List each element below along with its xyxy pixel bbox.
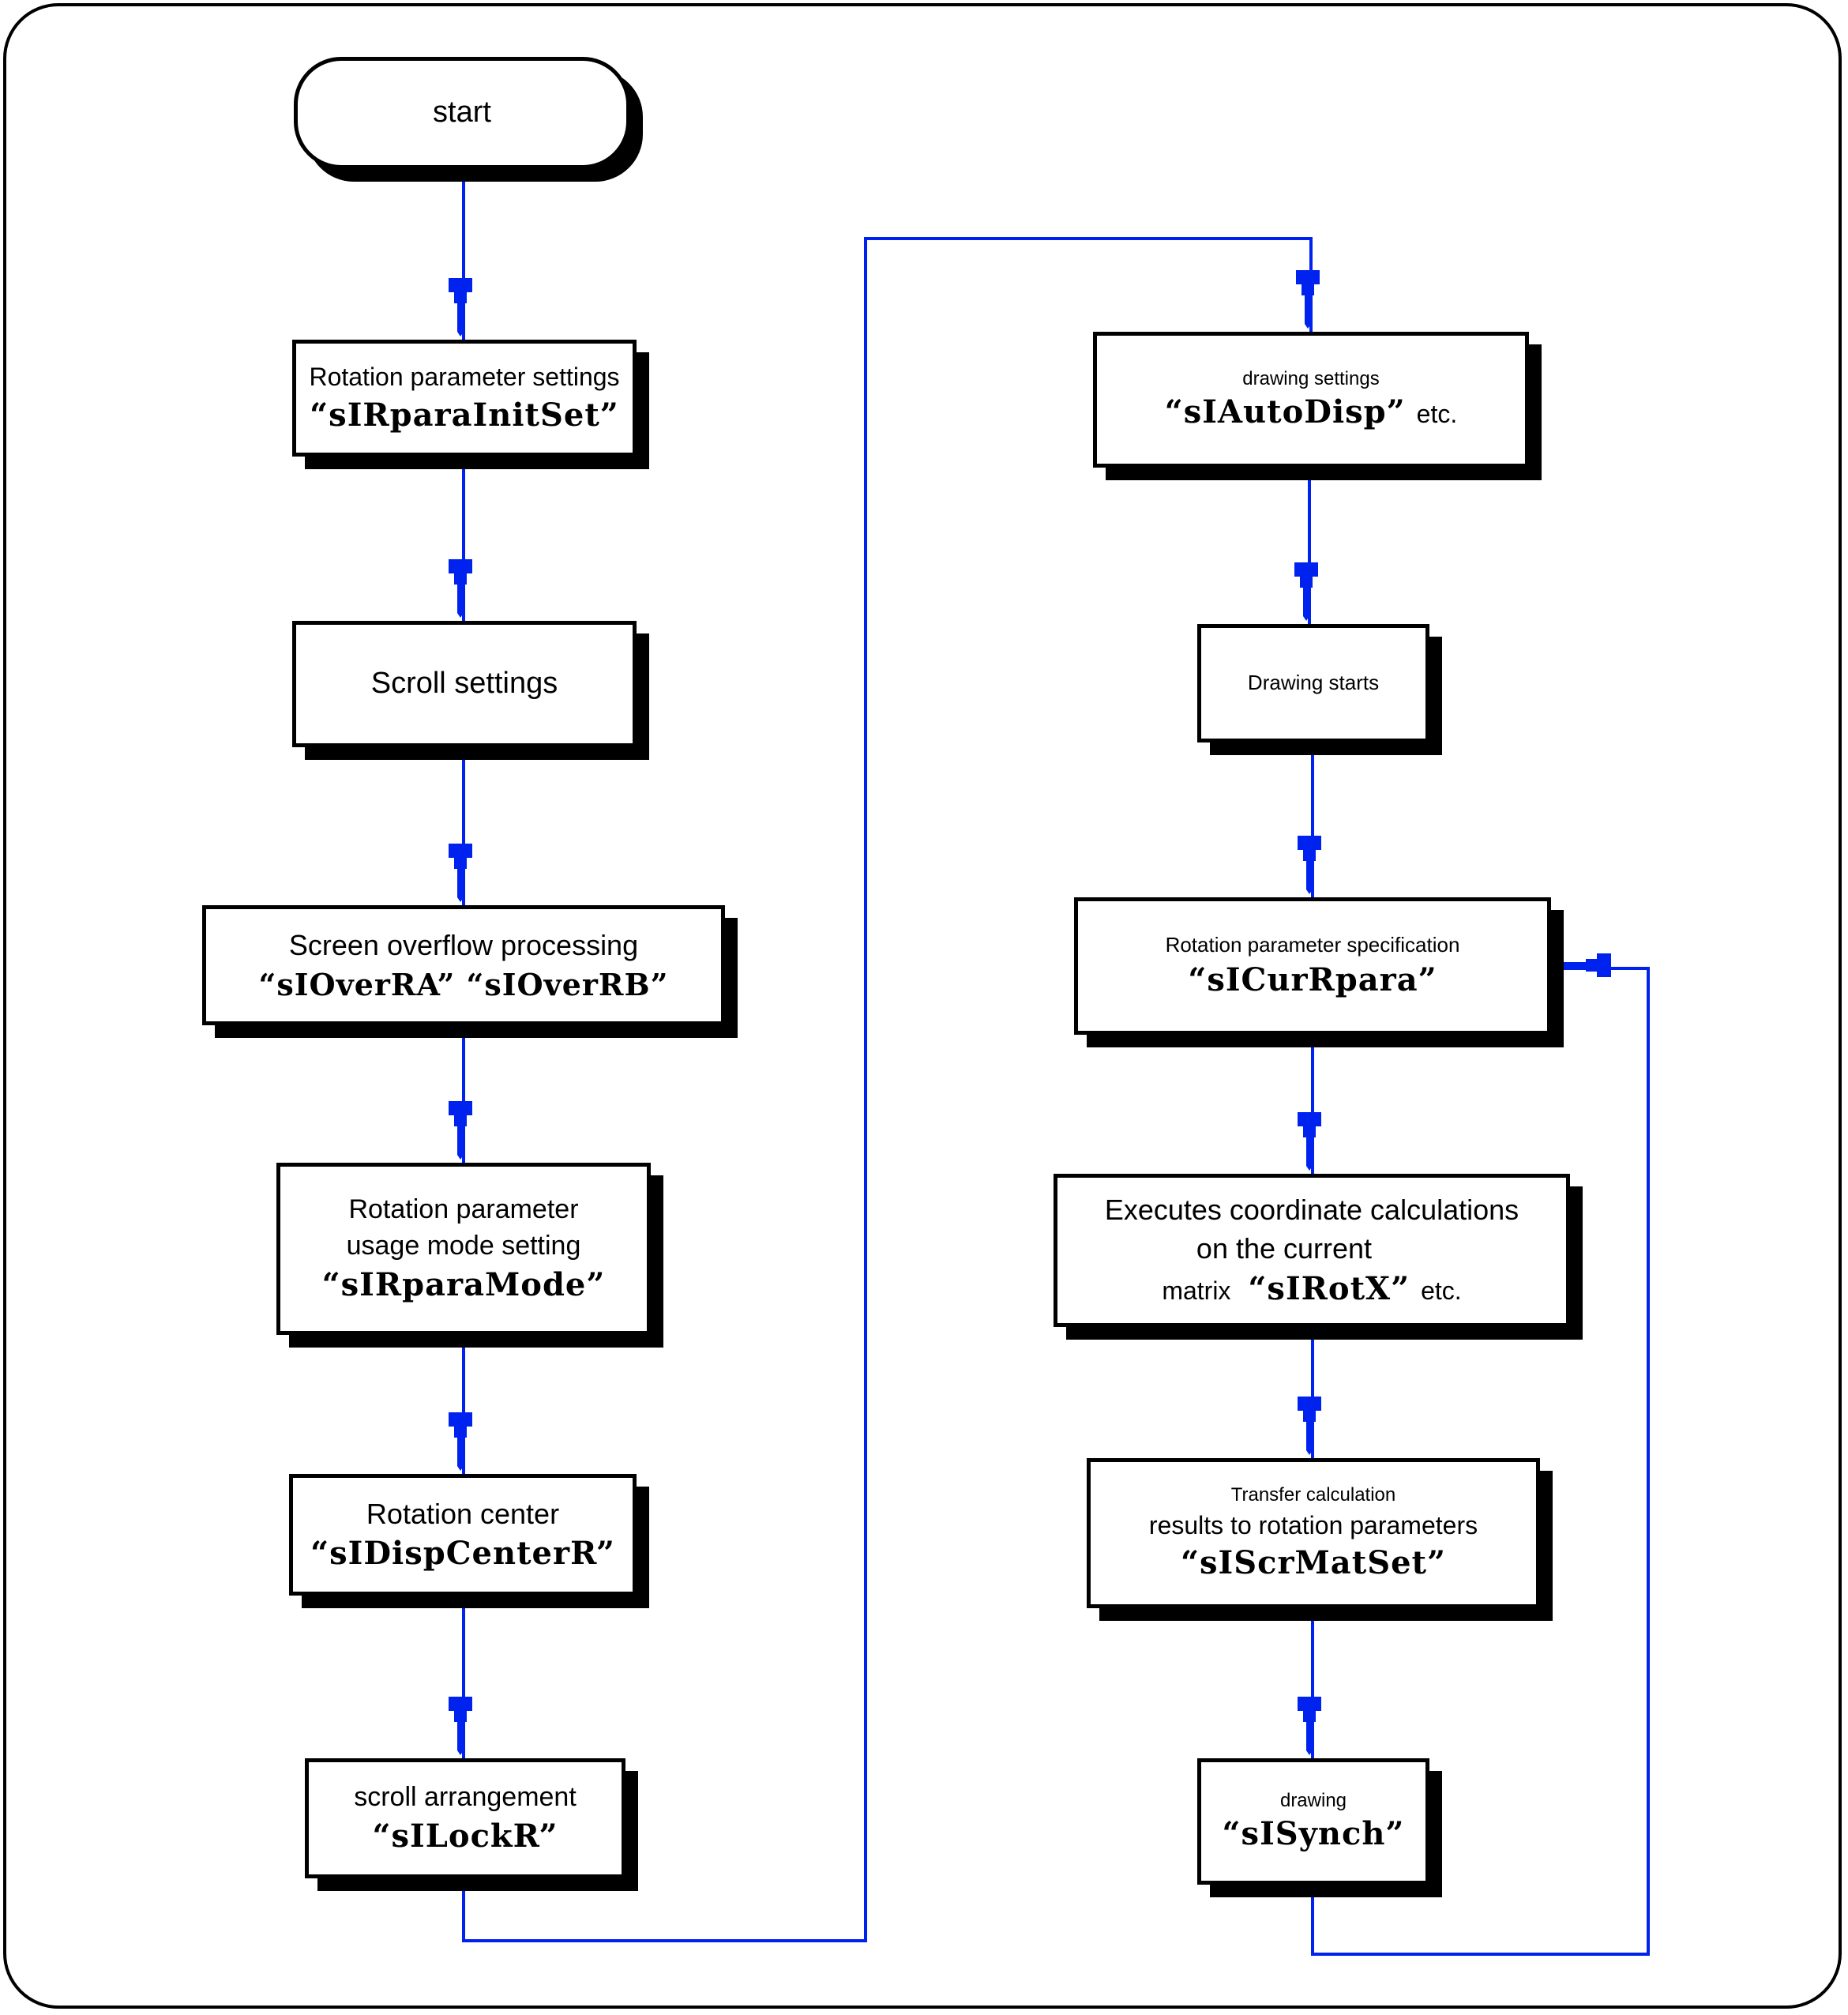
drawing-code: “sISynch” — [1222, 1815, 1405, 1853]
rotation-center-code: “sIDispCenterR” — [310, 1535, 615, 1573]
scroll-arrangement-code: “sILockR” — [372, 1817, 558, 1855]
screen-overflow-code: “sIOverRA” “sIOverRB” — [258, 966, 669, 1002]
start-node: start — [294, 57, 630, 169]
connector-scroll-arrangement-to-drawing-settings — [462, 237, 1313, 1942]
drawing-starts-box: Drawing starts — [1197, 624, 1429, 742]
rotation-parameter-spec-label: Rotation parameter specification — [1165, 933, 1460, 957]
scroll-settings-label: Scroll settings — [370, 667, 558, 701]
transfer-results-label-2: results to rotation parameters — [1148, 1510, 1478, 1539]
usage-mode-code: “sIRparaMode” — [321, 1265, 606, 1303]
transfer-results-label-1: Transfer calculation — [1230, 1484, 1396, 1506]
drawing-settings-code-line: “sIAutoDisp” etc. — [1165, 392, 1457, 433]
rotation-center-label: Rotation center — [366, 1497, 560, 1530]
arrowhead-down-9 — [1298, 836, 1321, 894]
rotation-parameter-spec-box: Rotation parameter specification “sICurR… — [1074, 897, 1551, 1035]
usage-mode-label-2: usage mode setting — [346, 1231, 581, 1261]
arrowhead-down-10 — [1298, 1112, 1321, 1171]
arrowhead-down-7 — [1296, 270, 1320, 329]
screen-overflow-box: Screen overflow processing “sIOverRA” “s… — [202, 905, 725, 1025]
arrowhead-down-3 — [449, 844, 472, 902]
arrowhead-down-2 — [449, 559, 472, 618]
rotation-parameter-settings-label: Rotation parameter settings — [309, 363, 620, 392]
coordinate-calculations-label-2: on the current — [1196, 1232, 1373, 1265]
arrowhead-down-8 — [1294, 562, 1318, 621]
usage-mode-box: Rotation parameter usage mode setting “s… — [276, 1163, 651, 1335]
coordinate-calculations-code: “sIRotX” — [1248, 1269, 1410, 1307]
coordinate-calculations-label-1: Executes coordinate calculations — [1104, 1194, 1519, 1227]
arrowhead-down-11 — [1298, 1397, 1321, 1455]
drawing-label: drawing — [1279, 1789, 1347, 1811]
drawing-settings-label: drawing settings — [1242, 367, 1380, 389]
coordinate-calculations-prefix: matrix — [1162, 1276, 1231, 1305]
drawing-settings-suffix: etc. — [1416, 400, 1458, 429]
drawing-starts-label: Drawing starts — [1247, 671, 1380, 695]
drawing-settings-box: drawing settings “sIAutoDisp” etc. — [1093, 332, 1529, 468]
transfer-results-box: Transfer calculation results to rotation… — [1087, 1458, 1540, 1608]
screen-overflow-label: Screen overflow processing — [288, 929, 639, 961]
arrowhead-left-loop — [1553, 953, 1611, 977]
coordinate-calculations-suffix: etc. — [1421, 1276, 1462, 1305]
usage-mode-label-1: Rotation parameter — [348, 1194, 579, 1225]
scroll-settings-box: Scroll settings — [292, 621, 637, 747]
rotation-parameter-settings-code: “sIRparaInitSet” — [310, 396, 619, 434]
connector-drawing-loop-back — [1311, 967, 1650, 1956]
coordinate-calculations-box: Executes coordinate calculations on the … — [1054, 1174, 1570, 1327]
rotation-center-box: Rotation center “sIDispCenterR” — [289, 1474, 637, 1596]
drawing-box: drawing “sISynch” — [1197, 1758, 1429, 1885]
rotation-parameter-spec-code: “sICurRpara” — [1188, 961, 1437, 998]
arrowhead-down-1 — [449, 278, 472, 336]
transfer-results-code: “sIScrMatSet” — [1180, 1543, 1447, 1581]
drawing-settings-code: “sIAutoDisp” — [1164, 393, 1406, 431]
start-label: start — [433, 96, 491, 130]
scroll-arrangement-label: scroll arrangement — [354, 1782, 577, 1813]
arrowhead-down-6 — [449, 1697, 472, 1755]
arrowhead-down-4 — [449, 1101, 472, 1160]
arrowhead-down-5 — [449, 1412, 472, 1471]
arrowhead-down-12 — [1298, 1697, 1321, 1755]
scroll-arrangement-box: scroll arrangement “sILockR” — [305, 1758, 625, 1878]
rotation-parameter-settings-box: Rotation parameter settings “sIRparaInit… — [292, 340, 637, 457]
coordinate-calculations-code-line: matrix “sIRotX” etc. — [1162, 1269, 1461, 1310]
